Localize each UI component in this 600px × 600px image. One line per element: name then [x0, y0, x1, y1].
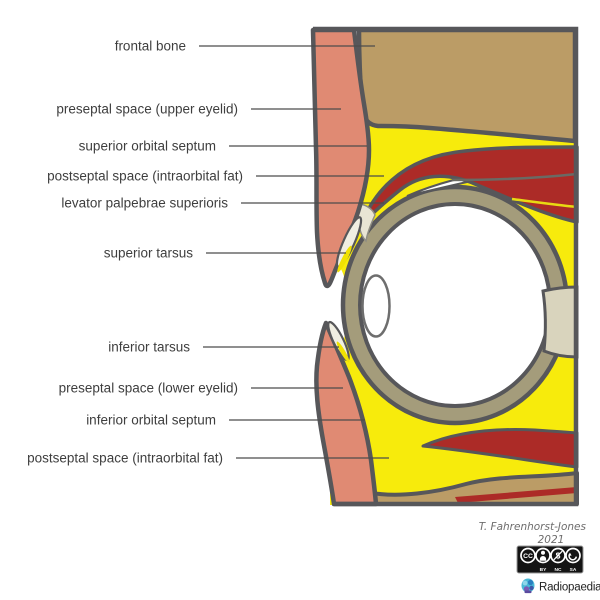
label-preseptal-upper: preseptal space (upper eyelid): [56, 102, 238, 117]
label-superior-tarsus: superior tarsus: [104, 246, 194, 261]
attribution-author: T. Fahrenhorst-Jones: [479, 521, 587, 533]
cc-term-by: BY: [540, 567, 547, 573]
label-frontal-bone: frontal bone: [115, 39, 186, 54]
cc-letters: CC: [523, 553, 533, 560]
lens-shape: [361, 274, 391, 338]
thin-muscle-stripe: [455, 487, 577, 503]
cc-term-sa: SA: [570, 567, 577, 573]
label-postseptal-lower: postseptal space (intraorbital fat): [27, 451, 223, 466]
label-preseptal-lower: preseptal space (lower eyelid): [59, 381, 238, 396]
nc-icon: [550, 547, 566, 564]
leader-lines: [199, 45, 389, 459]
radiopaedia-logo: Radiopaedia: [521, 578, 600, 594]
by-icon: [535, 547, 551, 564]
label-superior-septum: superior orbital septum: [79, 139, 216, 154]
radiopaedia-wordmark: Radiopaedia: [539, 582, 600, 594]
tendon-band: [541, 285, 579, 359]
nc-slash: [553, 550, 563, 561]
muscle-split-line: [451, 172, 578, 182]
frame-border: [313, 26, 579, 507]
label-levator: levator palpebrae superioris: [61, 196, 228, 211]
label-inferior-septum: inferior orbital septum: [86, 413, 216, 428]
frontal-bone-region: [356, 27, 578, 144]
sa-icon: [565, 547, 581, 564]
superior-tarsus-shape: [335, 216, 363, 268]
by-person-head: [541, 550, 545, 555]
upper-eyelid-region: [310, 27, 372, 289]
attribution-year: 2021: [538, 534, 565, 546]
muscle-fat-streak: [511, 197, 578, 209]
sa-arrowhead: [568, 552, 572, 556]
cc-icon: [520, 547, 536, 564]
inferior-muscle-band: [421, 428, 579, 469]
radiopaedia-icon: [521, 578, 535, 594]
cc-license-badge: CC $ BY NC SA: [516, 545, 584, 574]
superior-tarsus-fat-streak: [337, 245, 352, 273]
by-person-body: [539, 556, 547, 561]
label-postseptal-upper: postseptal space (intraorbital fat): [47, 169, 243, 184]
label-column: frontal bone preseptal space (upper eyel…: [27, 39, 243, 466]
label-inferior-tarsus: inferior tarsus: [108, 340, 190, 355]
inferior-tarsus-fat-streak: [336, 341, 350, 363]
cc-term-nc: NC: [555, 567, 562, 573]
